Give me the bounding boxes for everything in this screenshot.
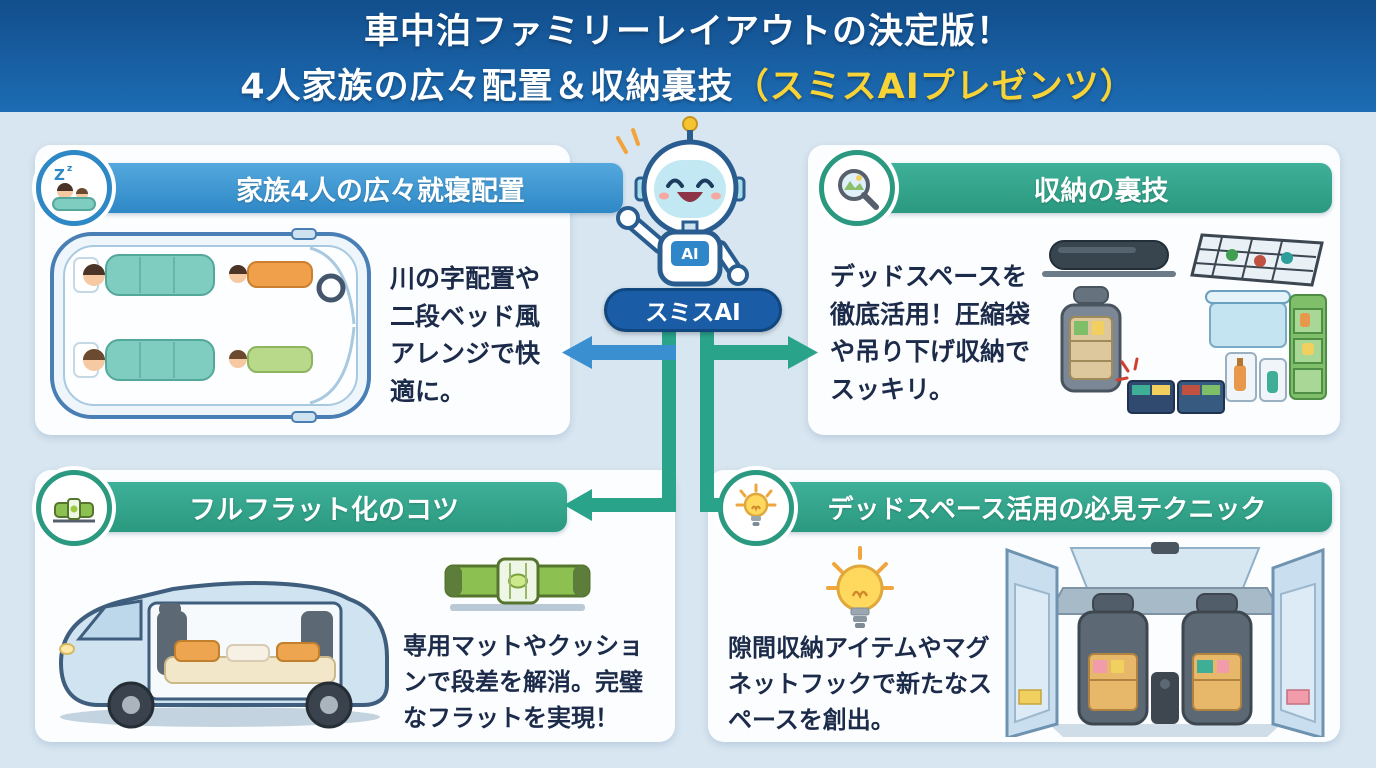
robot-chest-label: AI bbox=[681, 245, 698, 263]
title-line2-main: 4人家族の広々配置＆収納裏技 bbox=[240, 67, 734, 107]
panel-flat-body: 専用マットやクッションで段差を解消。完璧なフラットを実現！ bbox=[403, 632, 643, 732]
zzz-glyph-large: Z bbox=[54, 166, 65, 184]
title-line1: 車中泊ファミリーレイアウトの決定版！ bbox=[363, 12, 1012, 52]
panel-sleep-layout: 家族4人の広々就寝配置 Z z bbox=[35, 145, 623, 435]
arrow-to-sleep-panel bbox=[562, 336, 676, 369]
panel-flat-title: フルフラット化のコツ bbox=[189, 494, 459, 526]
panel-storage-title: 収納の裏技 bbox=[1033, 175, 1169, 207]
panel-sleep-body: 川の字配置や二段ベッド風アレンジで快適に。 bbox=[390, 264, 541, 406]
level-icon bbox=[36, 470, 112, 546]
mascot-name: スミスAI bbox=[645, 300, 741, 326]
car-topview-illustration bbox=[50, 228, 371, 423]
panel-fullflat-tips: フルフラット化のコツ bbox=[35, 470, 675, 742]
panel-sleep-title: 家族4人の広々就寝配置 bbox=[236, 175, 525, 207]
title-line2: 4人家族の広々配置＆収納裏技（スミスAIプレゼンツ） bbox=[240, 58, 1135, 109]
sleeping-family-icon: Z z bbox=[36, 150, 112, 226]
panel-storage-title-banner: 収納の裏技 bbox=[870, 163, 1332, 213]
panel-storage-tricks: 収納の裏技 デッドスペースを徹底活用！圧縮袋や吊り下げ収納でスッキリ。 bbox=[808, 145, 1340, 435]
title-line2-accent: （スミスAIプレゼンツ） bbox=[733, 67, 1136, 107]
header-banner: 車中泊ファミリーレイアウトの決定版！ 4人家族の広々配置＆収納裏技（スミスAIプ… bbox=[0, 0, 1376, 112]
panel-deadspace-body: 隙間収納アイテムやマグネットフックで新たなスペースを創出。 bbox=[728, 634, 992, 734]
panel-deadspace-techniques: デッドスペース活用の必見テクニック 隙間収納アイテムやマグネットフックで新たなス… bbox=[708, 470, 1340, 742]
panel-storage-body: デッドスペースを徹底活用！圧縮袋や吊り下げ収納でスッキリ。 bbox=[830, 262, 1031, 404]
robot-mascot: AI bbox=[616, 116, 749, 287]
mascot-name-badge: スミスAI bbox=[604, 288, 782, 332]
storage-items-illustration bbox=[1042, 233, 1327, 414]
panel-flat-title-banner: フルフラット化のコツ bbox=[81, 482, 567, 532]
magnifier-icon bbox=[819, 150, 895, 226]
panel-deadspace-title-banner: デッドスペース活用の必見テクニック bbox=[762, 482, 1332, 532]
zzz-glyph-small: z bbox=[67, 164, 72, 174]
panel-sleep-title-banner: 家族4人の広々就寝配置 bbox=[83, 163, 623, 213]
arrow-to-storage-panel bbox=[704, 336, 818, 369]
level-tool-illustration bbox=[444, 557, 591, 611]
lightbulb-icon bbox=[718, 470, 794, 546]
panel-deadspace-title: デッドスペース活用の必見テクニック bbox=[827, 494, 1267, 525]
lightbulb-illustration bbox=[826, 546, 894, 628]
car-interior-illustration bbox=[1005, 542, 1325, 737]
van-flat-illustration bbox=[58, 581, 389, 729]
